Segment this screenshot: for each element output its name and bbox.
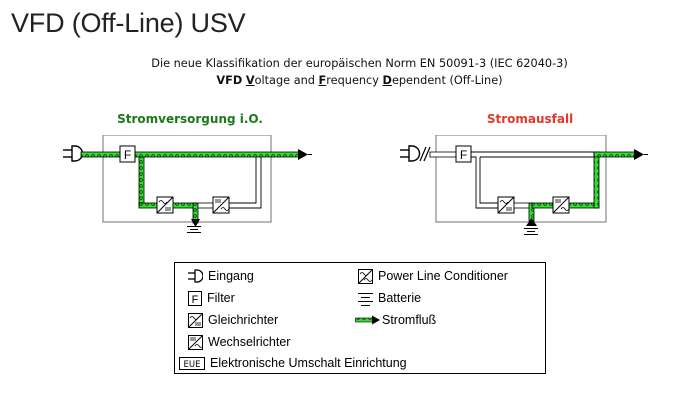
subtitle-d-letter: D xyxy=(382,74,392,87)
legend-label: Batterie xyxy=(378,291,422,305)
output-arrow-icon xyxy=(634,149,644,160)
subtitle-vfd-acronym: VFD xyxy=(216,74,243,87)
page-title: VFD (Off-Line) USV xyxy=(11,8,246,38)
inverter-icon xyxy=(552,196,570,214)
svg-text:EUE: EUE xyxy=(184,360,201,370)
legend-item-stromfluss: Stromfluß xyxy=(355,310,436,330)
svg-text:F: F xyxy=(192,294,199,306)
legend-label: Filter xyxy=(207,291,235,305)
legend-item-wechselrichter: Wechselrichter xyxy=(188,332,290,352)
flow-to-rectifier-h xyxy=(138,202,160,209)
rectifier-icon xyxy=(188,312,203,328)
legend-item-eue: EUE Elektronische Umschalt Einrichtung xyxy=(179,353,407,373)
filter-block xyxy=(119,145,136,163)
rectifier-icon xyxy=(156,196,174,214)
flow-main xyxy=(134,151,301,158)
flow-to-inverter xyxy=(531,202,554,209)
subtitle-dependent: ependent (Off-Line) xyxy=(391,74,503,87)
subtitle-f-letter: F xyxy=(318,74,327,87)
diagram-normal: F xyxy=(63,135,312,227)
inverter-icon xyxy=(212,196,230,214)
inverter-icon xyxy=(188,334,203,350)
legend-label: Power Line Conditioner xyxy=(378,269,508,283)
inverter-output-line xyxy=(229,157,262,209)
subtitle-norm: Die neue Klassifikation der europäischen… xyxy=(151,57,568,70)
diagram-title-normal: Stromversorgung i.O. xyxy=(117,112,263,126)
diagram-title-failure: Stromausfall xyxy=(486,112,574,126)
legend-item-gleichrichter: Gleichrichter xyxy=(188,310,278,330)
legend-item-filter: F Filter xyxy=(188,288,235,308)
eue-icon: EUE xyxy=(179,356,205,370)
flow-output xyxy=(593,151,637,158)
legend-item-eingang: Eingang xyxy=(187,266,254,286)
subtitle-v-letter: V xyxy=(245,74,255,87)
battery-icon xyxy=(358,292,373,306)
legend-label: Stromfluß xyxy=(382,313,437,327)
flow-inverter-out-v xyxy=(593,151,600,209)
bypass-line xyxy=(471,151,594,209)
diagram-failure: F xyxy=(400,135,648,226)
subtitle-vfd: VFD Voltage and Frequency Dependent (Off… xyxy=(0,74,685,87)
charge-arrow-icon xyxy=(191,219,200,227)
battery-symbol-normal xyxy=(187,225,201,235)
flow-input xyxy=(80,151,125,158)
input-line xyxy=(429,151,457,158)
power-line-conditioner-icon xyxy=(358,268,373,284)
legend-label: Eingang xyxy=(208,269,254,283)
discharge-arrow-icon xyxy=(526,218,537,226)
legend-label: Wechselrichter xyxy=(208,335,291,349)
break-icon xyxy=(419,146,431,162)
plug-icon xyxy=(400,145,421,162)
plug-icon xyxy=(188,269,203,283)
filter-label: F xyxy=(124,148,131,162)
battery-symbol-failure xyxy=(524,227,538,237)
legend-item-batterie: Batterie xyxy=(358,288,421,308)
filter-icon: F xyxy=(188,290,202,306)
legend-label: Gleichrichter xyxy=(208,313,279,327)
filter-label: F xyxy=(460,148,467,162)
dc-line xyxy=(197,202,214,209)
flow-to-rectifier-v xyxy=(138,156,145,208)
current-flow-icon xyxy=(355,315,380,325)
rectifier-icon xyxy=(497,196,515,214)
output-arrow-icon xyxy=(298,149,308,160)
filter-block xyxy=(455,145,472,163)
plug-icon xyxy=(63,145,84,162)
subtitle-voltage: oltage and xyxy=(254,74,319,87)
subtitle-frequency: requency xyxy=(326,74,383,87)
legend-item-power-line-conditioner: Power Line Conditioner xyxy=(358,266,508,286)
legend: Eingang F Filter Gleichrichter Wechselri… xyxy=(174,262,546,374)
legend-label: Elektronische Umschalt Einrichtung xyxy=(210,356,407,370)
